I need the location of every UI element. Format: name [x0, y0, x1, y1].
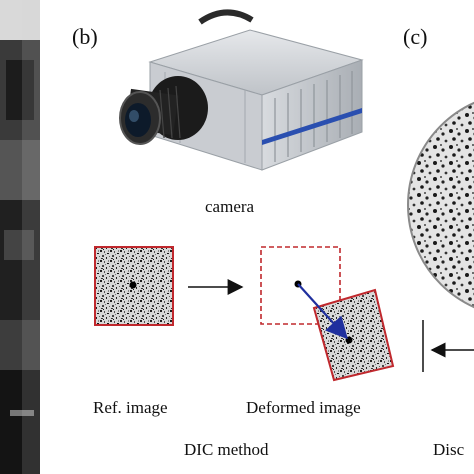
- deformed-image-caption: Deformed image: [246, 398, 361, 417]
- disc-caption: Disc: [433, 440, 465, 459]
- disc-specimen: [407, 101, 474, 309]
- deformed-image: [312, 288, 395, 382]
- deformed-point: [345, 336, 353, 344]
- dic-method-caption: DIC method: [184, 440, 269, 459]
- ref-image-caption: Ref. image: [93, 398, 168, 417]
- panel-label-b: (b): [72, 24, 98, 49]
- displacement-vector: [297, 283, 348, 340]
- camera-illustration: [119, 9, 364, 171]
- camera-caption: camera: [205, 197, 255, 216]
- original-subset-outline: [260, 246, 341, 325]
- reference-point: [129, 281, 137, 289]
- lab-setup-photo: [0, 0, 40, 474]
- reference-image: [94, 246, 174, 326]
- panel-label-c: (c): [403, 24, 428, 49]
